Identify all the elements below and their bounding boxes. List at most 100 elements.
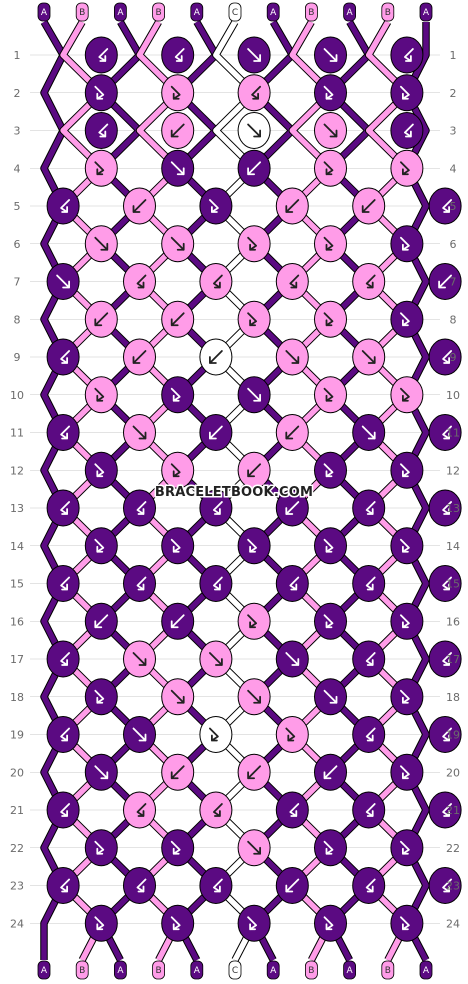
row-number-right: 17	[446, 653, 460, 666]
backward-forward-arrow-icon	[60, 803, 70, 817]
knot	[314, 829, 347, 867]
forward-backward-arrow-icon	[400, 312, 410, 327]
backward-arrow-icon	[94, 312, 109, 327]
knot	[352, 338, 386, 376]
forward-arrow-icon	[285, 350, 300, 364]
forward-arrow-icon	[56, 274, 70, 289]
row-number-right: 9	[450, 351, 457, 364]
forward-backward-arrow-icon	[323, 538, 334, 553]
knot	[390, 225, 424, 263]
bottom-strand-label: A	[270, 966, 277, 976]
backward-arrow-icon	[285, 425, 300, 440]
backward-arrow-icon	[285, 501, 300, 515]
top-strand-tab	[114, 2, 127, 22]
forward-backward-arrow-icon	[400, 840, 410, 855]
top-strand-tab	[75, 2, 89, 22]
backward-forward-arrow-icon	[442, 878, 452, 893]
knot	[390, 451, 424, 489]
knot	[314, 451, 347, 489]
top-strand-tab	[304, 2, 318, 22]
row-number-left: 15	[10, 578, 24, 591]
forward-arrow-icon	[323, 123, 338, 138]
forward-backward-arrow-icon	[323, 312, 334, 327]
forward-backward-arrow-icon	[400, 538, 410, 553]
row-number-right: 5	[450, 200, 457, 213]
backward-forward-arrow-icon	[365, 501, 376, 515]
knot	[161, 753, 195, 791]
row-number-right: 20	[446, 766, 460, 779]
knot	[352, 791, 386, 829]
backward-forward-arrow-icon	[60, 199, 70, 213]
knot	[84, 602, 118, 640]
knot	[275, 414, 309, 451]
knot	[428, 716, 462, 753]
knot	[237, 36, 271, 74]
backward-forward-arrow-icon	[98, 123, 109, 138]
top-strand-label: B	[385, 8, 391, 18]
backward-arrow-icon	[285, 878, 300, 893]
forward-backward-arrow-icon	[247, 312, 257, 327]
row-number-left: 4	[14, 162, 21, 175]
backward-arrow-icon	[323, 765, 338, 780]
top-strand-label: B	[308, 8, 314, 18]
row-number-right: 16	[446, 615, 460, 628]
knot	[123, 640, 156, 678]
knot	[199, 187, 233, 225]
knot	[237, 225, 271, 263]
forward-backward-arrow-icon	[323, 614, 334, 629]
row-number-left: 8	[14, 313, 21, 326]
bottom-strand-label: B	[308, 966, 314, 976]
knot	[390, 678, 424, 716]
backward-forward-arrow-icon	[136, 274, 147, 289]
knot	[390, 300, 424, 338]
knot	[199, 263, 233, 300]
knot	[161, 527, 195, 565]
top-strand-label: A	[194, 8, 201, 18]
knot	[275, 338, 309, 376]
knot	[199, 565, 233, 602]
knot	[314, 149, 347, 187]
top-strand-label: A	[41, 8, 48, 18]
knot	[428, 187, 462, 225]
forward-arrow-icon	[170, 689, 185, 704]
forward-arrow-icon	[323, 48, 338, 62]
knot	[46, 867, 80, 904]
knot	[161, 149, 195, 187]
backward-forward-arrow-icon	[213, 878, 223, 893]
forward-backward-arrow-icon	[94, 538, 105, 553]
knot	[161, 225, 195, 263]
forward-backward-arrow-icon	[94, 161, 105, 176]
bottom-strand-label: A	[117, 966, 124, 976]
forward-arrow-icon	[132, 727, 147, 742]
knot	[275, 716, 309, 753]
backward-forward-arrow-icon	[213, 274, 223, 289]
knot	[390, 112, 424, 149]
top-strand-tab	[266, 2, 280, 22]
knot	[428, 489, 462, 527]
backward-arrow-icon	[170, 765, 185, 780]
knot	[46, 338, 80, 376]
backward-arrow-icon	[438, 274, 452, 289]
knot	[275, 489, 309, 527]
knot	[46, 565, 80, 602]
knot	[84, 300, 118, 338]
backward-arrow-icon	[247, 161, 261, 176]
knot	[123, 791, 156, 829]
backward-arrow-icon	[132, 199, 147, 213]
forward-arrow-icon	[361, 350, 376, 364]
row-number-right: 7	[450, 276, 457, 289]
row-number-left: 24	[10, 917, 24, 930]
knot	[161, 451, 195, 489]
knot	[314, 904, 347, 942]
row-number-right: 8	[450, 313, 457, 326]
bottom-strand-tab	[190, 960, 204, 980]
knot	[123, 716, 156, 753]
backward-forward-arrow-icon	[442, 501, 452, 515]
knot	[237, 112, 271, 149]
forward-arrow-icon	[132, 425, 147, 440]
forward-backward-arrow-icon	[400, 916, 410, 931]
forward-backward-arrow-icon	[247, 916, 257, 931]
knot	[237, 376, 271, 414]
forward-arrow-icon	[323, 689, 338, 704]
